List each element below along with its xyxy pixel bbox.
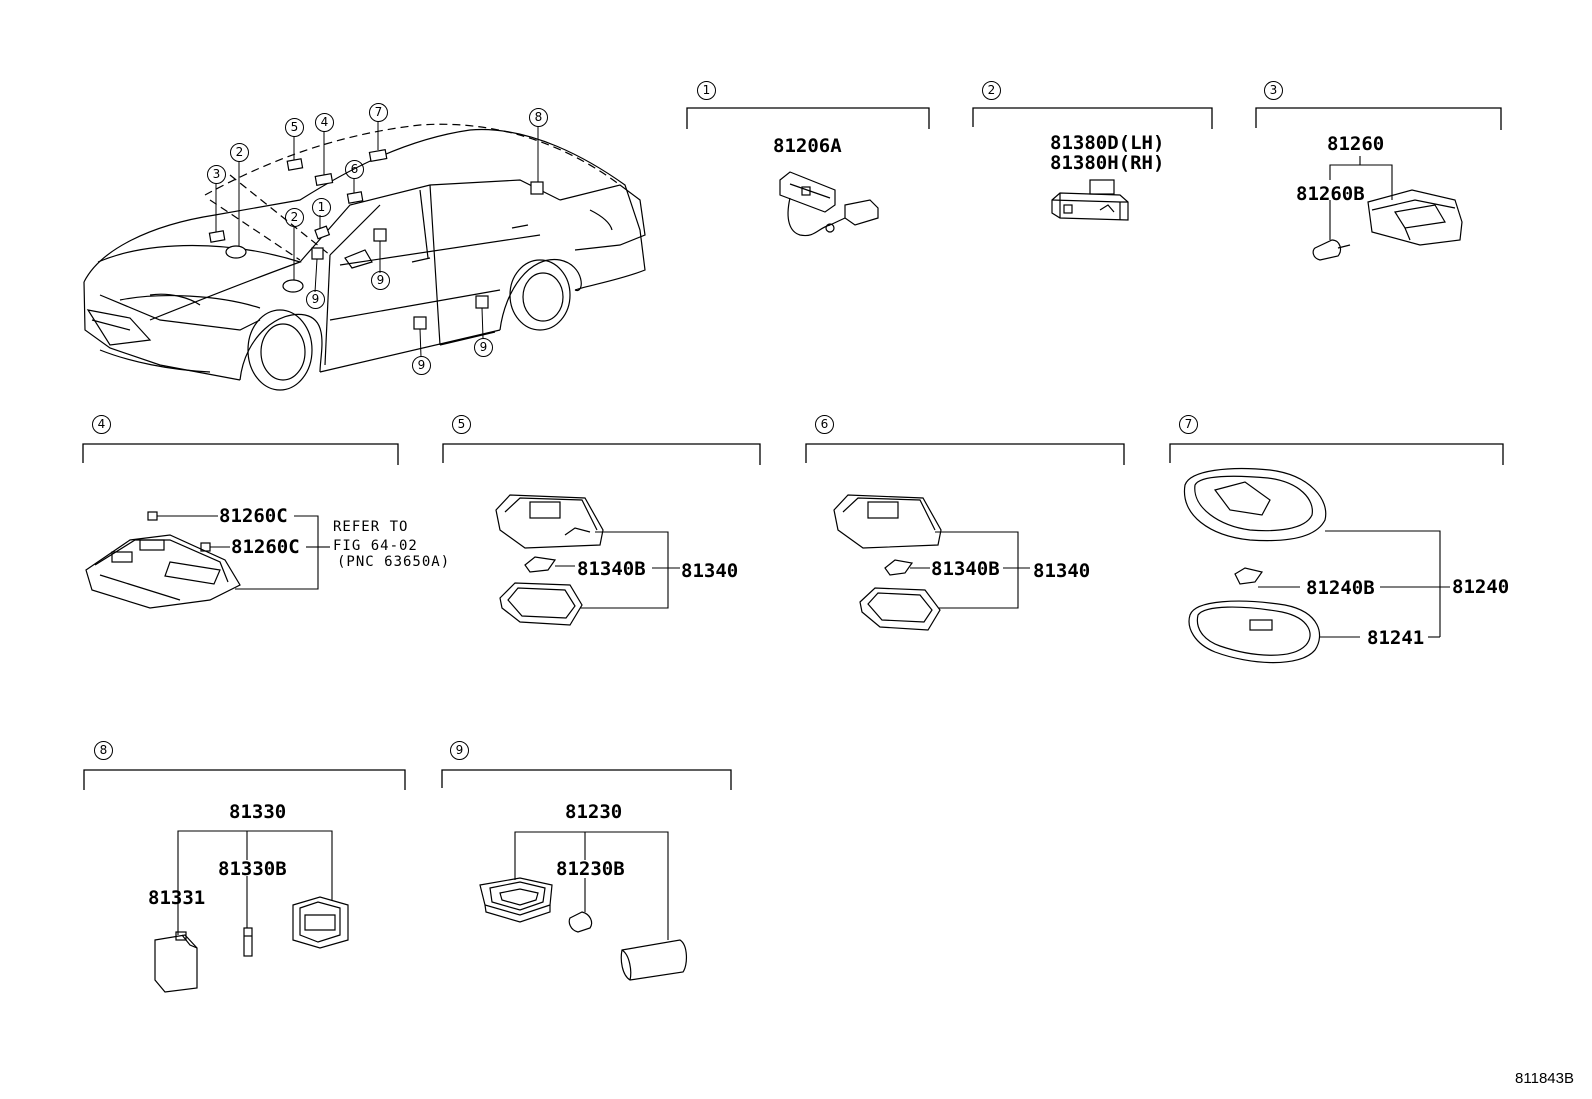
section8-leaders <box>177 830 333 935</box>
car-callout-4: 4 <box>315 113 334 132</box>
part-81330-drawing <box>154 896 349 993</box>
car-illustration <box>83 123 646 391</box>
section-number-5: 5 <box>452 415 471 434</box>
part-label-81340-a: 81340 <box>681 560 739 582</box>
part-label-81330B: 81330B <box>218 858 287 880</box>
section-number-6: 6 <box>815 415 834 434</box>
refer-text-line1: REFER TO <box>333 519 409 535</box>
section5-leaders <box>555 531 680 609</box>
part-label-81240B: 81240B <box>1306 577 1375 599</box>
car-callout-3: 3 <box>207 165 226 184</box>
part-label-81230B: 81230B <box>556 858 625 880</box>
car-callout-9-front-step: 9 <box>412 356 431 375</box>
car-callout-2-hood: 2 <box>230 143 249 162</box>
part-label-81241: 81241 <box>1367 627 1425 649</box>
part-81340-a-drawing <box>495 494 604 626</box>
section6-leaders <box>910 531 1030 609</box>
part-81260C-drawing <box>85 511 241 609</box>
part-81340-b-drawing <box>833 494 942 631</box>
car-callout-9-rear-door: 9 <box>371 271 390 290</box>
section-number-8: 8 <box>94 741 113 760</box>
part-label-81260B: 81260B <box>1296 183 1365 205</box>
car-callout-9-rear-step: 9 <box>474 338 493 357</box>
part-81240-drawing <box>1183 467 1327 664</box>
part-81206A-drawing <box>779 171 879 237</box>
diagram-code: 811843B <box>1515 1070 1574 1087</box>
car-callout-5: 5 <box>285 118 304 137</box>
car-callout-7: 7 <box>369 103 388 122</box>
car-callout-9-mirror: 9 <box>306 290 325 309</box>
part-label-81240: 81240 <box>1452 576 1510 598</box>
part-label-81260: 81260 <box>1327 133 1385 155</box>
section-brackets <box>82 107 1504 790</box>
part-label-81340B-a: 81340B <box>577 558 646 580</box>
car-callout-8: 8 <box>529 108 548 127</box>
part-label-81380H-RH: 81380H(RH) <box>1050 152 1165 174</box>
car-callout-6: 6 <box>345 160 364 179</box>
refer-text-line2: FIG 64-02 <box>333 538 418 554</box>
part-81230-drawing <box>479 877 687 981</box>
part-label-81230: 81230 <box>565 801 623 823</box>
part-81260-drawing <box>1312 189 1463 261</box>
car-callout-1: 1 <box>312 198 331 217</box>
section9-leaders <box>514 831 669 940</box>
section-number-3: 3 <box>1264 81 1283 100</box>
section-number-7: 7 <box>1179 415 1198 434</box>
part-label-81340-b: 81340 <box>1033 560 1091 582</box>
car-lamp-markers <box>208 148 544 330</box>
section-number-1: 1 <box>697 81 716 100</box>
part-label-81380D-LH: 81380D(LH) <box>1050 132 1165 154</box>
section4-leaders <box>157 515 330 590</box>
refer-text-line3: (PNC 63650A) <box>337 554 451 570</box>
section3-leaders <box>1329 156 1393 240</box>
section-number-2: 2 <box>982 81 1001 100</box>
section-number-4: 4 <box>92 415 111 434</box>
part-label-81331: 81331 <box>148 887 206 909</box>
part-81380-drawing <box>1051 179 1129 221</box>
part-label-81330: 81330 <box>229 801 287 823</box>
section-number-9: 9 <box>450 741 469 760</box>
car-leaders <box>215 121 539 358</box>
part-label-81206A: 81206A <box>773 135 842 157</box>
section7-leaders <box>1258 530 1450 638</box>
car-callout-2-front: 2 <box>285 208 304 227</box>
part-label-81260C-upper: 81260C <box>219 505 288 527</box>
part-label-81340B-b: 81340B <box>931 558 1000 580</box>
part-label-81260C-lower: 81260C <box>231 536 300 558</box>
